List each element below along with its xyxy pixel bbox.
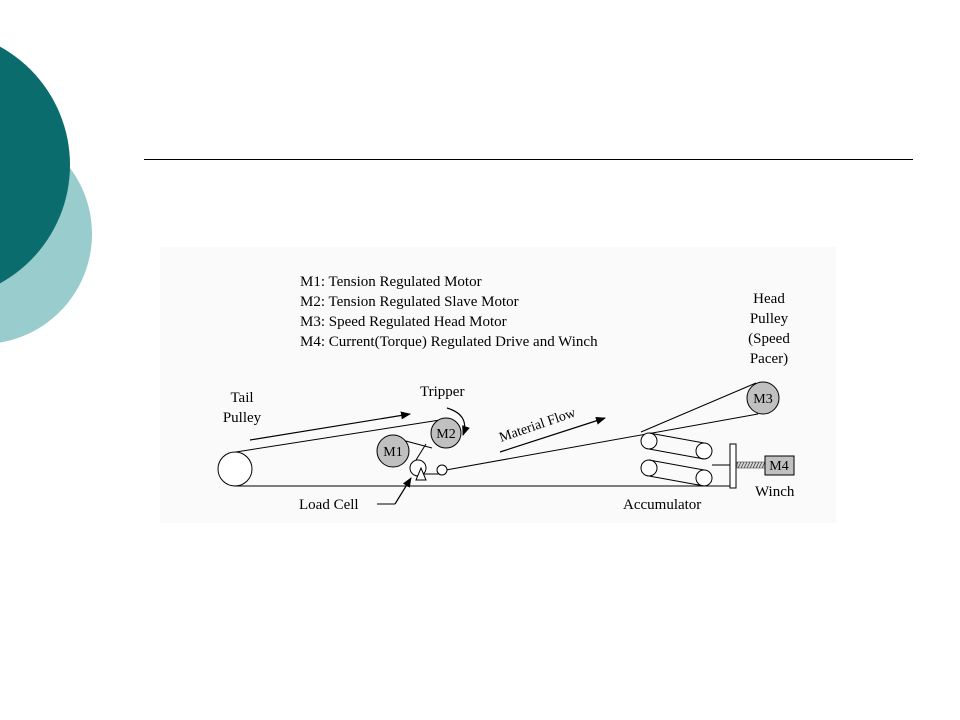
accumulator-strand-1	[648, 432, 705, 444]
legend-m3: M3: Speed Regulated Head Motor	[300, 314, 507, 330]
head-pulley-line-3: (Speed	[748, 331, 790, 347]
motor-m2: M2	[430, 417, 462, 449]
legend-m4: M4: Current(Torque) Regulated Drive and …	[300, 334, 598, 350]
tail-pulley-label: Tail Pulley	[223, 390, 262, 426]
motor-m3-label: M3	[753, 392, 772, 407]
head-pulley-line-1: Head	[753, 291, 785, 307]
motor-m4-box	[764, 455, 795, 476]
accumulator	[640, 432, 737, 489]
legend-m1: M1: Tension Regulated Motor	[300, 274, 482, 290]
tripper-label: Tripper	[420, 384, 464, 400]
motor-m4: M4	[764, 455, 795, 476]
motor-m3: M3	[746, 381, 780, 415]
belt-m1-to-m2	[401, 439, 433, 449]
load-cell-triangle	[415, 466, 427, 481]
winch-screw	[736, 461, 766, 469]
motor-legend: M1: Tension Regulated Motor M2: Tension …	[300, 274, 598, 350]
belt-m2-to-load	[415, 443, 427, 461]
head-pulley-label: Head Pulley (Speed Pacer)	[748, 291, 790, 367]
belt-incline-lower	[445, 413, 759, 471]
motor-m4-label: M4	[769, 459, 788, 474]
motor-m1-label: M1	[383, 445, 402, 460]
accumulator-strand-4	[648, 475, 705, 487]
belt-upper	[235, 419, 441, 453]
accumulator-roller-left-bottom	[640, 459, 658, 477]
tail-pulley-line-1: Tail	[230, 390, 253, 406]
motor-m2-label: M2	[436, 427, 455, 442]
accumulator-roller-left-top	[640, 432, 658, 450]
load-cell-pointer	[394, 477, 412, 505]
motor-m1-circle	[376, 434, 410, 468]
belt-direction-arrow	[249, 411, 411, 441]
motor-m3-circle	[746, 381, 780, 415]
tail-pulley	[217, 451, 253, 487]
tail-pulley-line-2: Pulley	[223, 410, 262, 426]
diagram-panel	[160, 247, 836, 523]
head-pulley-line-4: Pacer)	[750, 351, 788, 367]
motor-m2-circle	[430, 417, 462, 449]
legend-m2: M2: Tension Regulated Slave Motor	[300, 294, 519, 310]
accumulator-carriage-plate	[729, 443, 737, 489]
accumulator-strand-3	[648, 459, 705, 471]
accumulator-label: Accumulator	[623, 497, 701, 513]
motor-m1: M1	[376, 434, 410, 468]
head-pulley-line-2: Pulley	[750, 311, 789, 327]
accumulator-roller-right-bottom	[695, 469, 713, 487]
material-flow-arrow	[499, 416, 606, 453]
deflector-roller	[436, 464, 448, 476]
winch-label: Winch	[755, 484, 795, 500]
load-cell-label: Load Cell	[299, 497, 359, 513]
accumulator-strand-2	[648, 448, 705, 460]
tripper-curve-arrow	[446, 407, 470, 436]
belt-incline-upper	[640, 382, 757, 433]
accumulator-roller-right-top	[695, 442, 713, 460]
decor-circle-dark	[0, 46, 70, 284]
title-underline	[144, 159, 913, 160]
